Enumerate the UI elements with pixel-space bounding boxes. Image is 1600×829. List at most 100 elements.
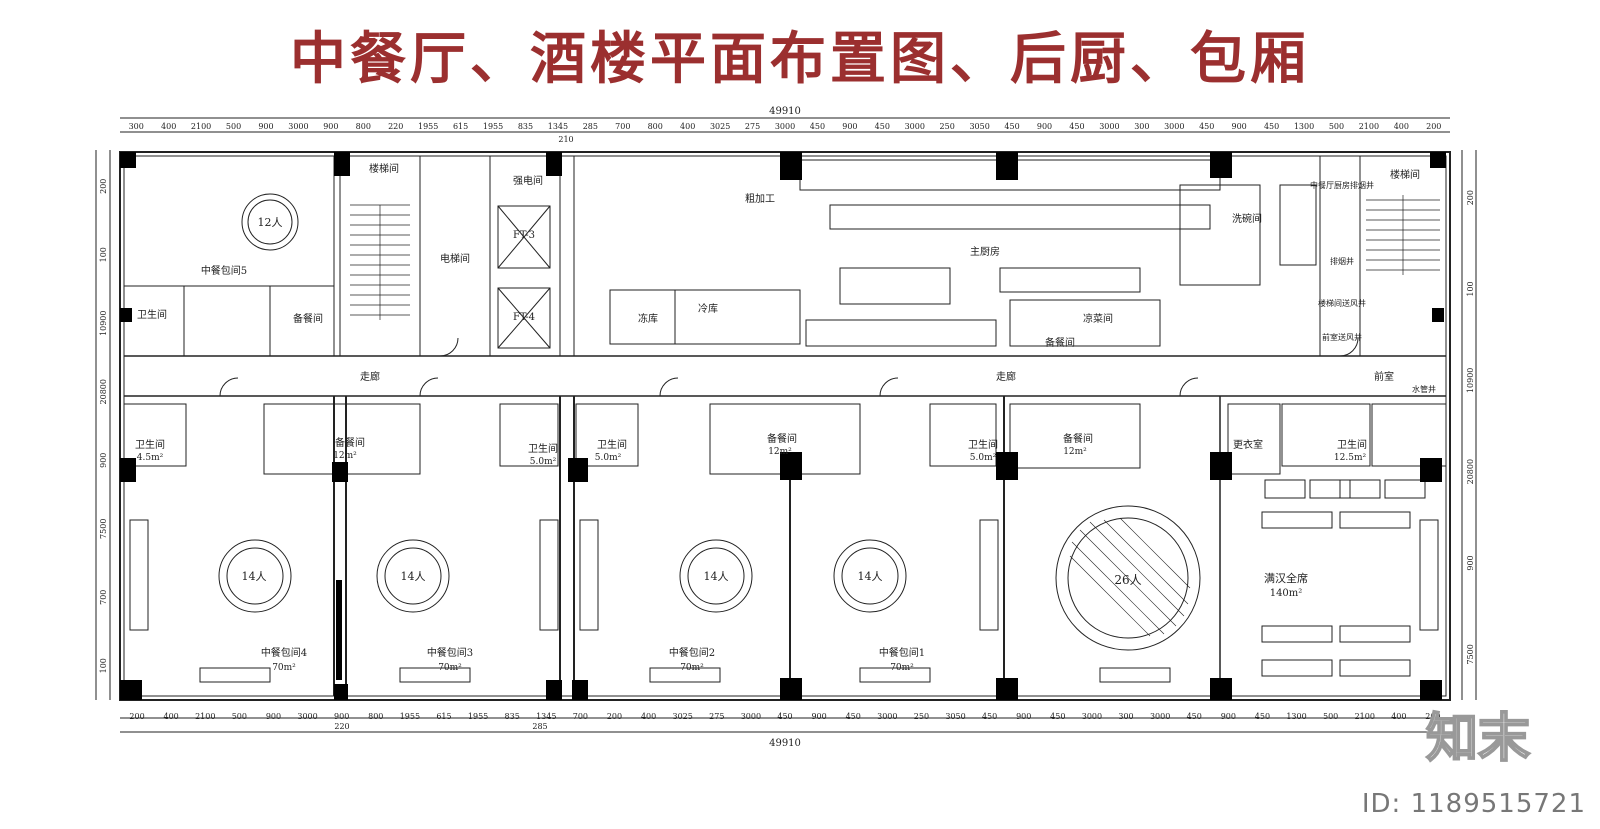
label-ft4: FT-4 [513, 312, 535, 323]
dims_bottom-27: 450 [1050, 712, 1065, 721]
dims_bottom-26: 900 [1016, 712, 1031, 721]
label-water-shaft: 水管井 [1412, 384, 1436, 394]
image-id: ID: 1189515721 [1361, 789, 1586, 819]
dims_top-36: 1300 [1294, 122, 1314, 131]
dims_bottom-1: 400 [164, 712, 179, 721]
dims_left-7: 100 [99, 658, 108, 673]
label-exhaust: 排烟井 [1330, 256, 1354, 266]
dims_right-3: 20800 [1466, 459, 1475, 484]
room-vip4: 中餐包间4 [261, 646, 307, 659]
dims_left-5: 7500 [99, 519, 108, 539]
dims_top-28: 900 [1037, 122, 1052, 131]
dims_left-3: 20800 [99, 379, 108, 404]
label-ft3: FT-3 [513, 230, 535, 241]
dims_bottom-11: 835 [505, 712, 520, 721]
dims_bottom-6: 900 [334, 712, 349, 721]
dims_top-19: 275 [745, 122, 760, 131]
room-vip1: 中餐包间1 [879, 646, 925, 659]
room-wc4: 卫生间 [135, 438, 165, 451]
area-wc1: 5.0m² [970, 453, 997, 463]
area-vip3: 70m² [438, 663, 462, 673]
dims_bottom-0: 200 [129, 712, 144, 721]
dims_left-4: 900 [99, 453, 108, 468]
room-wc-top-left: 卫生间 [137, 308, 167, 321]
dims_bottom-23: 250 [914, 712, 929, 721]
room-front-room: 前室 [1374, 370, 1394, 383]
dims_top-1: 400 [161, 122, 176, 131]
dims_top-38: 2100 [1359, 122, 1379, 131]
table-vip3: 14人 [401, 570, 426, 583]
table-vip1: 14人 [858, 570, 883, 583]
dims_bottom-37: 400 [1391, 712, 1406, 721]
dims_top-32: 3000 [1164, 122, 1184, 131]
dims_bottom-21: 450 [846, 712, 861, 721]
dims_top-35: 450 [1264, 122, 1279, 131]
dims_bottom-13: 700 [573, 712, 588, 721]
table-vip5: 12人 [258, 216, 283, 229]
dims_bottom-36: 2100 [1355, 712, 1375, 721]
dims_right-2: 10900 [1466, 368, 1475, 393]
dims_top-13: 1345 [548, 122, 568, 131]
room-service-left: 备餐间 [293, 312, 323, 325]
dims_top-8: 220 [388, 122, 403, 131]
page-title: 中餐厅、酒楼平面布置图、后厨、包厢 [290, 27, 1310, 92]
room-dishwash: 洗碗间 [1232, 212, 1262, 225]
area-wc2: 5.0m² [595, 453, 622, 463]
dims_bottom-7: 800 [368, 712, 383, 721]
dims_top-33: 450 [1199, 122, 1214, 131]
area-wc3: 5.0m² [530, 457, 557, 467]
room-vip2: 中餐包间2 [669, 646, 715, 659]
dims_top-39: 400 [1394, 122, 1409, 131]
room-vip5: 中餐包间5 [201, 264, 247, 277]
dims_right-0: 200 [1466, 190, 1475, 205]
area-service1: 12m² [1063, 447, 1087, 457]
dims_top-40: 200 [1426, 122, 1441, 131]
dims_top-5: 3000 [288, 122, 308, 131]
dims_top-9: 1955 [418, 122, 438, 131]
dims_bottom-10: 1955 [468, 712, 488, 721]
room-wc-right: 卫生间 [1337, 438, 1367, 451]
total-width-bottom: 49910 [769, 738, 801, 749]
room-service1: 备餐间 [1063, 432, 1093, 445]
dims_right-1: 100 [1466, 281, 1475, 296]
dims_top-4: 900 [258, 122, 273, 131]
room-elevator: 电梯间 [440, 252, 470, 265]
dims_bottom-19: 450 [777, 712, 792, 721]
dims_top-20: 3000 [775, 122, 795, 131]
dims_bottom-15: 400 [641, 712, 656, 721]
dims_bottom-38: 200 [1425, 712, 1440, 721]
dims_bottom-35: 500 [1323, 712, 1338, 721]
dims_left-6: 700 [99, 590, 108, 605]
room-service2: 备餐间 [767, 432, 797, 445]
dims_top-2: 2100 [191, 122, 211, 131]
dims_top-21: 450 [810, 122, 825, 131]
area-vip2: 70m² [680, 663, 704, 673]
room-stair-left: 楼梯间 [369, 162, 399, 175]
dims_top-23: 450 [875, 122, 890, 131]
dims_top-34: 900 [1232, 122, 1247, 131]
dims_top-7: 800 [356, 122, 371, 131]
label-corridor-left: 走廊 [360, 370, 380, 383]
table-banquet: 26人 [1114, 573, 1141, 587]
room-power: 强电间 [513, 174, 543, 187]
table-vip2: 14人 [704, 570, 729, 583]
dims_top-29: 450 [1069, 122, 1084, 131]
label-front-room-air: 前室送风井 [1322, 332, 1362, 342]
dims_left-2: 10900 [99, 311, 108, 336]
dims_bottom-22: 3000 [877, 712, 897, 721]
label-corridor-right: 走廊 [996, 370, 1016, 383]
dim-top-small: 210 [558, 135, 573, 144]
dims_bottom-34: 1300 [1286, 712, 1306, 721]
dims_top-11: 1955 [483, 122, 503, 131]
dims_bottom-24: 3050 [945, 712, 965, 721]
dims_top-25: 250 [940, 122, 955, 131]
table-vip4: 14人 [242, 570, 267, 583]
dims_top-14: 285 [583, 122, 598, 131]
dims_bottom-8: 1955 [400, 712, 420, 721]
room-main-kitchen: 主厨房 [970, 245, 1000, 258]
room-wc1: 卫生间 [968, 438, 998, 451]
dims_top-3: 500 [226, 122, 241, 131]
label-stair-pressure: 楼梯间送风井 [1318, 298, 1366, 308]
dims_right-5: 7500 [1466, 644, 1475, 664]
dims_top-31: 300 [1134, 122, 1149, 131]
